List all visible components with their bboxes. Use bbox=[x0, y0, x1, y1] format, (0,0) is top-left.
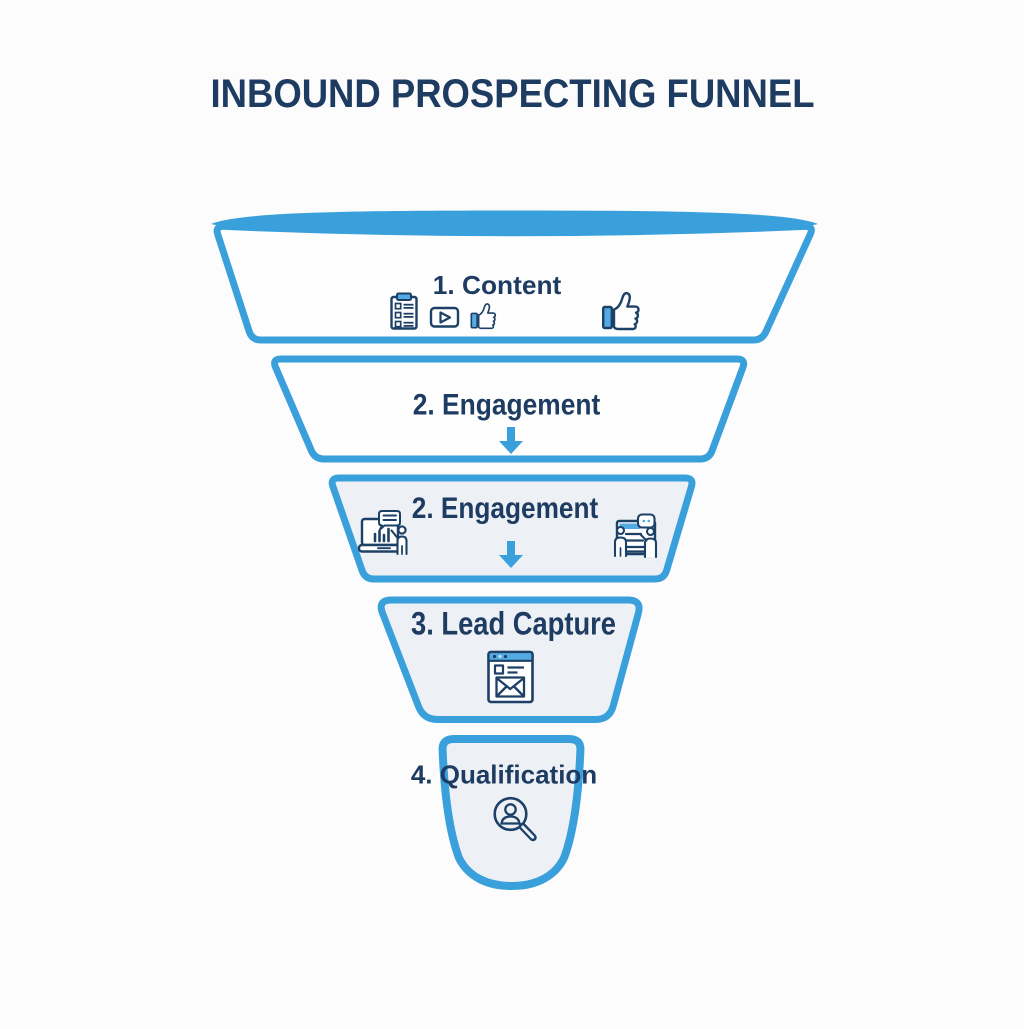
svg-text:2. Engagement: 2. Engagement bbox=[412, 492, 599, 525]
svg-text:INBOUND PROSPECTING FUNNEL: INBOUND PROSPECTING FUNNEL bbox=[211, 72, 815, 116]
svg-text:4. Qualification: 4. Qualification bbox=[411, 760, 597, 790]
svg-text:2. Engagement: 2. Engagement bbox=[413, 389, 601, 422]
svg-text:1. Content: 1. Content bbox=[433, 270, 562, 300]
svg-text:3. Lead Capture: 3. Lead Capture bbox=[411, 606, 616, 642]
